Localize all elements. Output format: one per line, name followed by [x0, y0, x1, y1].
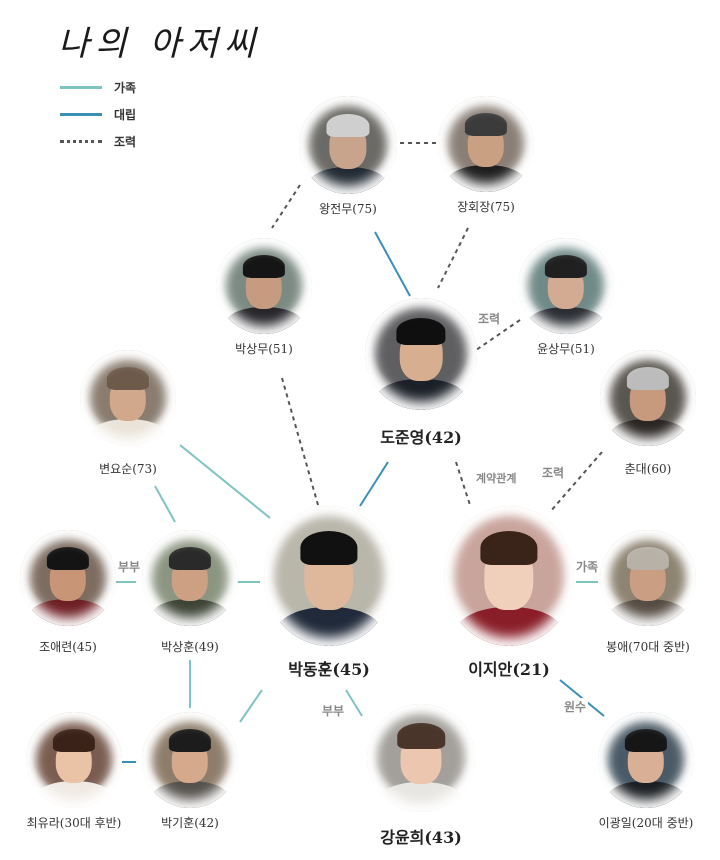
portrait-bonge [600, 530, 696, 626]
name-choeyura: 최유라(30대 후반) [26, 816, 122, 830]
legend-swatch-family [60, 86, 102, 89]
edge-label-coop-yun: 조력 [476, 310, 503, 327]
portrait-wangjeonmu [299, 96, 397, 194]
legend-label-conflict: 대립 [114, 108, 137, 122]
edge-do-jian [455, 461, 471, 506]
name-joaeryeon: 조애련(45) [39, 640, 97, 654]
name-baksanghun: 박상훈(49) [161, 640, 219, 654]
name-gangyunhui: 강윤희(43) [380, 828, 462, 847]
portrait-joaeryeon [20, 530, 116, 626]
edge-label-bubu-2: 부부 [320, 702, 347, 719]
person-ijian: 이지안(21) [444, 506, 574, 680]
edge-label-contract: 계약관계 [474, 470, 519, 486]
person-joaeryeon: 조애련(45) [16, 530, 120, 655]
portrait-baksanghun [142, 530, 238, 626]
edge-baksangmu-donghun [281, 377, 319, 506]
name-chundae: 춘대(60) [624, 462, 672, 476]
name-dojunyeong: 도준영(42) [380, 428, 462, 447]
portrait-yunsangmu [518, 238, 614, 334]
edge-chundae-jian [549, 451, 603, 513]
edge-wang-baksangmu [271, 184, 301, 229]
legend: 가족 대립 조력 [60, 74, 136, 155]
edge-label-coop-chundae: 조력 [540, 464, 567, 481]
edge-label-bubu-1: 부부 [116, 558, 143, 575]
person-gangyunhui: 강윤희(43) [356, 704, 486, 848]
portrait-igwangil [598, 712, 694, 808]
person-bonge: 봉애(70대 중반) [596, 530, 700, 655]
edge-yosun-donghun [179, 444, 271, 519]
portrait-janghoejang [438, 96, 534, 192]
name-ijian: 이지안(21) [468, 660, 550, 679]
legend-label-family: 가족 [114, 81, 137, 95]
name-bakgihun: 박기훈(42) [161, 816, 219, 830]
legend-item-family: 가족 [60, 74, 136, 101]
person-bakgihun: 박기훈(42) [138, 712, 242, 831]
person-byeonyosun: 변요순(73) [76, 350, 180, 477]
name-igwangil: 이광일(20대 중반) [598, 816, 694, 830]
name-bonge: 봉애(70대 중반) [606, 640, 690, 654]
legend-swatch-conflict [60, 113, 102, 116]
legend-item-conflict: 대립 [60, 101, 136, 128]
name-janghoejang: 장회장(75) [457, 200, 515, 214]
legend-item-coop: 조력 [60, 128, 136, 155]
portrait-chundae [600, 350, 696, 446]
portrait-ijian [444, 506, 574, 646]
page-title: 나의 아저씨 [58, 24, 262, 64]
edge-do-donghun [359, 461, 389, 507]
person-igwangil: 이광일(20대 중반) [594, 712, 698, 831]
portrait-bakgihun [142, 712, 238, 808]
person-baksangmu: 박상무(51) [212, 238, 316, 357]
edge-donghun-gihun [239, 689, 263, 723]
person-wangjeonmu: 왕전무(75) [296, 96, 400, 217]
person-chundae: 춘대(60) [596, 350, 700, 477]
portrait-baksangmu [216, 238, 312, 334]
person-bakdonghun: 박동훈(45) [264, 506, 394, 680]
person-baksanghun: 박상훈(49) [138, 530, 242, 655]
name-yunsangmu: 윤상무(51) [537, 342, 595, 356]
name-wangjeonmu: 왕전무(75) [319, 202, 377, 216]
portrait-gangyunhui [367, 704, 475, 812]
person-choeyura: 최유라(30대 후반) [22, 712, 126, 831]
name-byeonyosun: 변요순(73) [99, 462, 157, 476]
name-baksangmu: 박상무(51) [235, 342, 293, 356]
legend-label-coop: 조력 [114, 135, 137, 149]
portrait-bakdonghun [264, 506, 394, 646]
name-bakdonghun: 박동훈(45) [288, 660, 370, 679]
person-yunsangmu: 윤상무(51) [514, 238, 618, 357]
edge-yosun-sanghun [154, 485, 176, 523]
edge-yun-do [475, 319, 521, 351]
portrait-choeyura [26, 712, 122, 808]
edge-label-family-bonge: 가족 [574, 558, 601, 575]
portrait-byeonyosun [80, 350, 176, 446]
person-dojunyeong: 도준영(42) [356, 298, 486, 448]
edge-label-wonsu: 원수 [562, 698, 589, 715]
person-janghoejang: 장회장(75) [434, 96, 538, 215]
edge-wang-do [374, 231, 411, 297]
legend-swatch-coop [60, 140, 102, 143]
edge-jang-do [437, 227, 469, 289]
edge-donghun-yunhui [345, 689, 363, 717]
portrait-dojunyeong [365, 298, 477, 410]
